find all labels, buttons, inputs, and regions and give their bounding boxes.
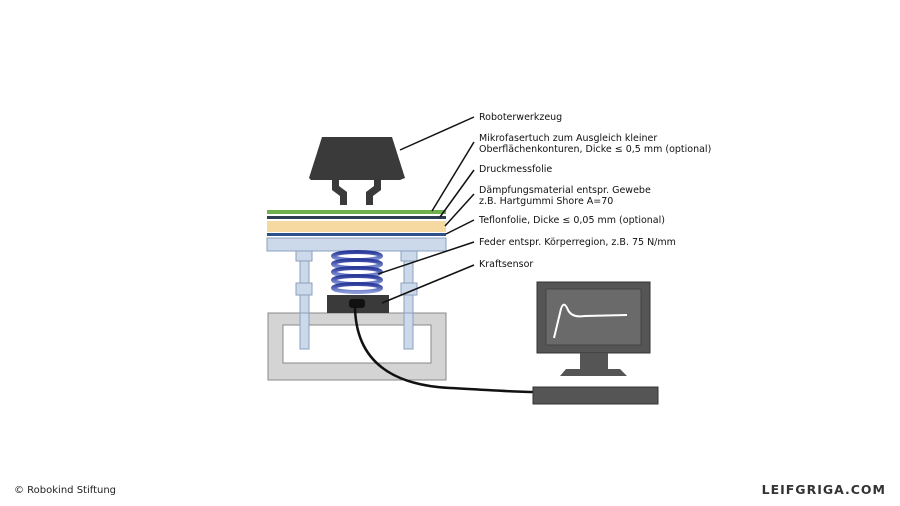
leader-lines xyxy=(377,116,475,304)
force-sensor xyxy=(327,295,389,313)
label-damping-2: z.B. Hartgummi Shore A=70 xyxy=(479,196,614,207)
robot-tool xyxy=(309,137,405,205)
pressure-film-layer xyxy=(267,216,446,219)
teflon-layer xyxy=(267,233,446,236)
force-curve xyxy=(553,303,628,339)
left-post xyxy=(295,250,313,350)
label-spring: Feder entspr. Körperregion, z.B. 75 N/mm xyxy=(479,237,676,248)
label-force-sensor: Kraftsensor xyxy=(479,259,534,270)
label-damping-1: Dämpfungsmaterial entspr. Gewebe xyxy=(479,185,651,196)
copyright-text: © Robokind Stiftung xyxy=(14,485,117,496)
brand-logo: LEIFGRIGA.COM xyxy=(761,482,886,497)
label-teflon: Teflonfolie, Dicke ≤ 0,05 mm (optional) xyxy=(479,215,665,226)
label-microfiber-cloth-2: Oberflächenkonturen, Dicke ≤ 0,5 mm (opt… xyxy=(479,144,712,155)
label-robot-tool: Roboterwerkzeug xyxy=(479,112,563,123)
top-plate xyxy=(266,237,447,252)
monitor-icon xyxy=(532,281,659,405)
spring xyxy=(331,250,383,294)
label-pressure-film: Druckmessfolie xyxy=(479,164,553,175)
right-post xyxy=(400,250,418,350)
damping-layer xyxy=(267,221,446,232)
label-microfiber-cloth-1: Mikrofasertuch zum Ausgleich kleiner xyxy=(479,133,658,144)
sensor-cable xyxy=(353,304,534,394)
microfiber-cloth-layer xyxy=(267,210,446,214)
